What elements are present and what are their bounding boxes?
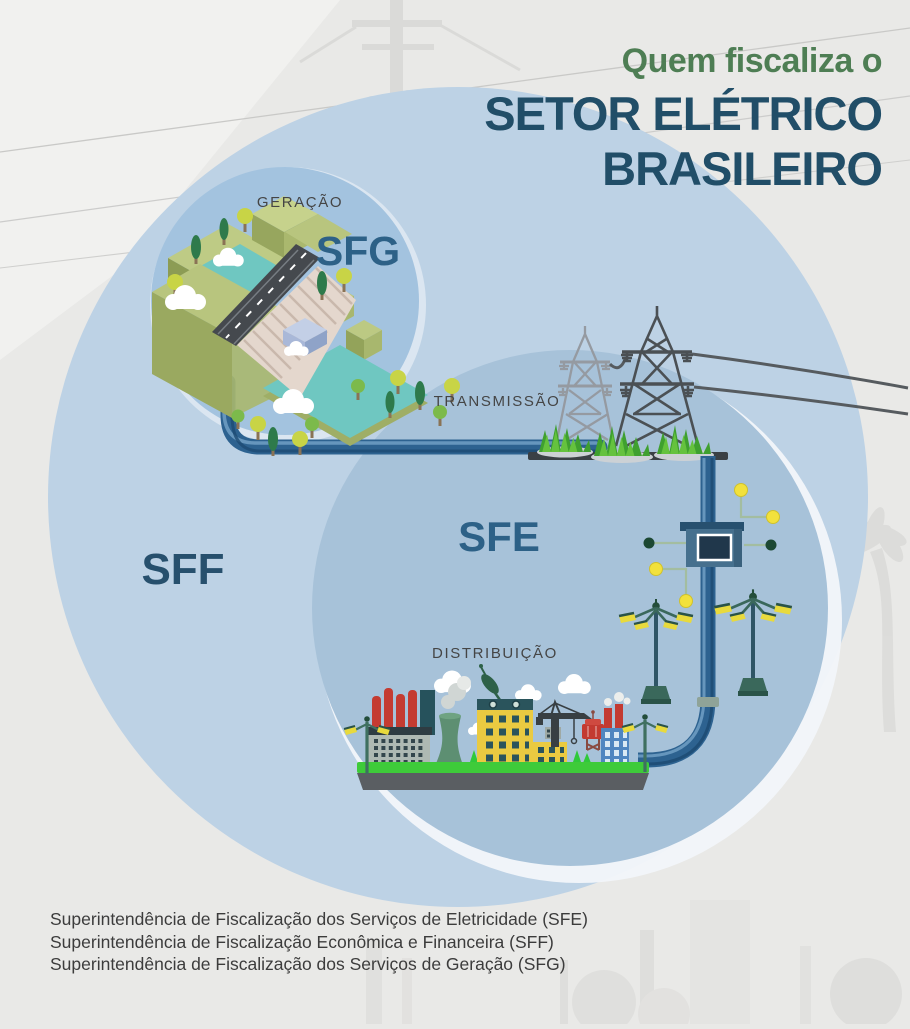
legend: Superintendência de Fiscalização dos Ser…: [50, 908, 588, 976]
title-question: Quem fiscaliza o: [621, 42, 883, 80]
water-tower-icon: [582, 710, 604, 751]
dam-clouds: [165, 247, 314, 414]
grass-tufts: [537, 424, 714, 463]
label-distribuicao: DISTRIBUIÇÃO: [432, 645, 558, 662]
label-sfe: SFE: [458, 513, 540, 560]
legend-line-sfg: Superintendência de Fiscalização dos Ser…: [50, 954, 566, 974]
city-platform-base: [357, 773, 649, 790]
label-sff: SFF: [141, 545, 225, 594]
title-main-line2: BRASILEIRO: [602, 142, 883, 196]
legend-line-sff: Superintendência de Fiscalização Econômi…: [50, 931, 554, 952]
pipe-flange: [697, 697, 719, 707]
page-title: Quem fiscaliza o SETOR ELÉTRICO BRASILEI…: [484, 42, 883, 197]
label-transmissao: TRANSMISSÃO: [433, 393, 561, 410]
label-geracao: GERAÇÃO: [256, 194, 344, 211]
street-lamp-tall-left: [617, 597, 695, 704]
legend-line-sfe: Superintendência de Fiscalização dos Ser…: [50, 909, 588, 929]
transmission-towers: [528, 306, 909, 463]
power-lines: [608, 352, 909, 416]
transformer-icon: [680, 522, 744, 567]
factory-building: [366, 676, 471, 768]
street-lamp-tall-right: [712, 587, 794, 696]
circuit-decoration: [643, 483, 780, 608]
title-main-line1: SETOR ELÉTRICO: [484, 87, 883, 140]
dam-illustration: [152, 196, 460, 456]
pipe-transmission-to-distribution: [638, 456, 719, 768]
ghost-skyline: [366, 900, 902, 1029]
dam-trees: [167, 208, 460, 456]
city-illustration: [342, 664, 670, 790]
crane-icon: [536, 699, 592, 747]
city-platform-green: [357, 762, 649, 773]
label-sfg: SFG: [315, 228, 401, 274]
